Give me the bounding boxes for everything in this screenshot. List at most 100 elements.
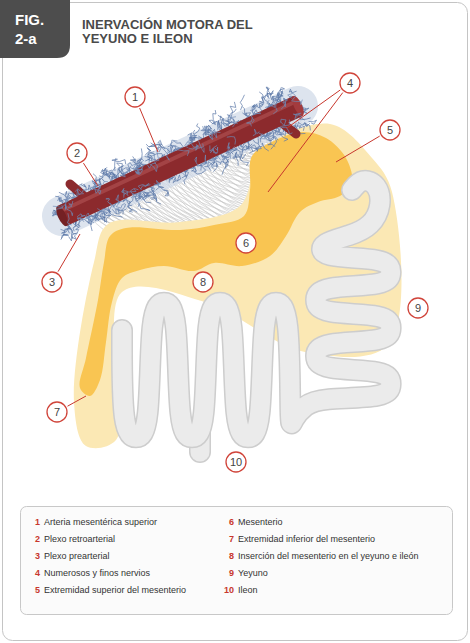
- node-shape: [0, 0, 70, 58]
- plexus-strand: [255, 147, 259, 151]
- plexus-strand: [232, 118, 238, 127]
- plexus-strand: [69, 226, 73, 241]
- callout-circle-shape: [340, 73, 360, 93]
- plexus-strand: [84, 213, 91, 219]
- plexus-strand: [281, 102, 285, 109]
- plexus-strand: [223, 151, 229, 159]
- plexus-strand: [103, 167, 109, 177]
- plexus-strand: [194, 166, 206, 174]
- figure-title: INERVACIÓN MOTORA DEL YEYUNO E ILEON: [82, 18, 258, 46]
- leader-line: [287, 90, 340, 128]
- plexus-strand: [213, 163, 218, 172]
- callout-circle-shape: [380, 120, 400, 140]
- plexus-strand: [91, 218, 99, 231]
- plexus-strand: [176, 175, 181, 181]
- callout-circle: 9: [407, 297, 429, 319]
- legend-number: 2: [28, 534, 40, 545]
- plexus-strand: [156, 187, 169, 195]
- legend-number: 8: [222, 551, 234, 562]
- plexus-strand: [187, 143, 198, 148]
- plexus-strand: [55, 196, 60, 201]
- plexus-strand: [117, 163, 123, 171]
- plexus-strand: [251, 145, 257, 152]
- legend-text: Plexo prearterial: [44, 551, 110, 562]
- legend-text: Extremidad inferior del mesenterio: [238, 534, 375, 545]
- plexus-strand: [65, 204, 73, 216]
- artery-end: [290, 94, 307, 117]
- plexus-strand: [279, 134, 288, 141]
- legend-number: 7: [222, 534, 234, 545]
- plexus-strand: [194, 123, 200, 134]
- legend-number: 6: [222, 517, 234, 528]
- plexus-strand: [215, 131, 221, 138]
- page-frame: [3, 3, 468, 641]
- callout-circle: 7: [46, 401, 68, 423]
- plexus-strand: [282, 127, 293, 134]
- plexus-strand: [242, 107, 250, 118]
- legend-number: 10: [222, 585, 234, 596]
- plexus-strand: [263, 91, 273, 98]
- plexus-strand: [97, 209, 107, 213]
- plexus-strand: [112, 159, 118, 171]
- leader-lines: [58, 90, 380, 406]
- plexus-strand: [75, 189, 86, 193]
- plexus-strand: [212, 156, 220, 160]
- plexus-strand: [210, 145, 217, 153]
- leader-line: [68, 396, 86, 406]
- callout-circle: 2: [66, 142, 88, 164]
- legend-text: Plexo retroarterial: [44, 534, 115, 545]
- plexus-strand: [53, 204, 67, 208]
- legend-text: Numerosos y finos nervios: [44, 568, 150, 579]
- leader-line: [58, 234, 80, 272]
- plexus-strand: [138, 185, 150, 190]
- plexus-strand: [260, 132, 270, 137]
- callout-circle: 6: [235, 232, 257, 254]
- callout-number: 6: [235, 232, 257, 254]
- legend-number: 9: [222, 568, 234, 579]
- plexus-strand: [200, 155, 205, 164]
- plexus-strand: [132, 164, 137, 170]
- plexus-strand: [132, 194, 145, 201]
- plexus-strand: [122, 188, 129, 196]
- plexus-strand: [259, 97, 264, 102]
- legend-text: Extremidad superior del mesenterio: [44, 585, 186, 596]
- plexus-strand: [223, 124, 228, 127]
- callout-circle: 8: [192, 271, 214, 293]
- callout-number: 1: [124, 86, 146, 108]
- callout-circle-shape: [47, 402, 67, 422]
- callout-number: 9: [407, 297, 429, 319]
- plexus-strand: [241, 149, 247, 159]
- callout-number: 7: [46, 401, 68, 423]
- plexus-strand: [120, 172, 127, 177]
- plexus-strand: [139, 194, 151, 200]
- legend-text: Yeyuno: [238, 568, 268, 579]
- plexus-strand: [218, 115, 226, 120]
- nerve-line: [174, 175, 249, 206]
- plexus-strand: [159, 147, 171, 152]
- plexus-strand: [136, 160, 142, 166]
- plexus-strand: [259, 92, 264, 100]
- callout-number: 2: [66, 142, 88, 164]
- leader-line: [140, 108, 158, 152]
- callout-circle-shape: [193, 272, 213, 292]
- plexus-strand: [95, 214, 105, 219]
- plexus-strand: [127, 205, 137, 212]
- plexus-strand: [135, 170, 140, 174]
- legend-number: 5: [28, 585, 40, 596]
- plexus-strand: [116, 203, 125, 209]
- callout-circle-shape: [42, 272, 62, 292]
- callout-number: 10: [225, 451, 247, 473]
- mesentery-edge: [74, 124, 402, 449]
- legend-text: Ileon: [238, 585, 258, 596]
- plexus-strand: [102, 179, 108, 185]
- legend-text: Arteria mesentérica superior: [44, 517, 157, 528]
- plexus-strand: [209, 120, 217, 125]
- plexus-strand: [127, 163, 132, 172]
- plexus-strand: [116, 209, 123, 214]
- plexus-strand: [68, 201, 73, 208]
- plexus-strand: [167, 148, 170, 160]
- intestine-outline: [122, 181, 391, 438]
